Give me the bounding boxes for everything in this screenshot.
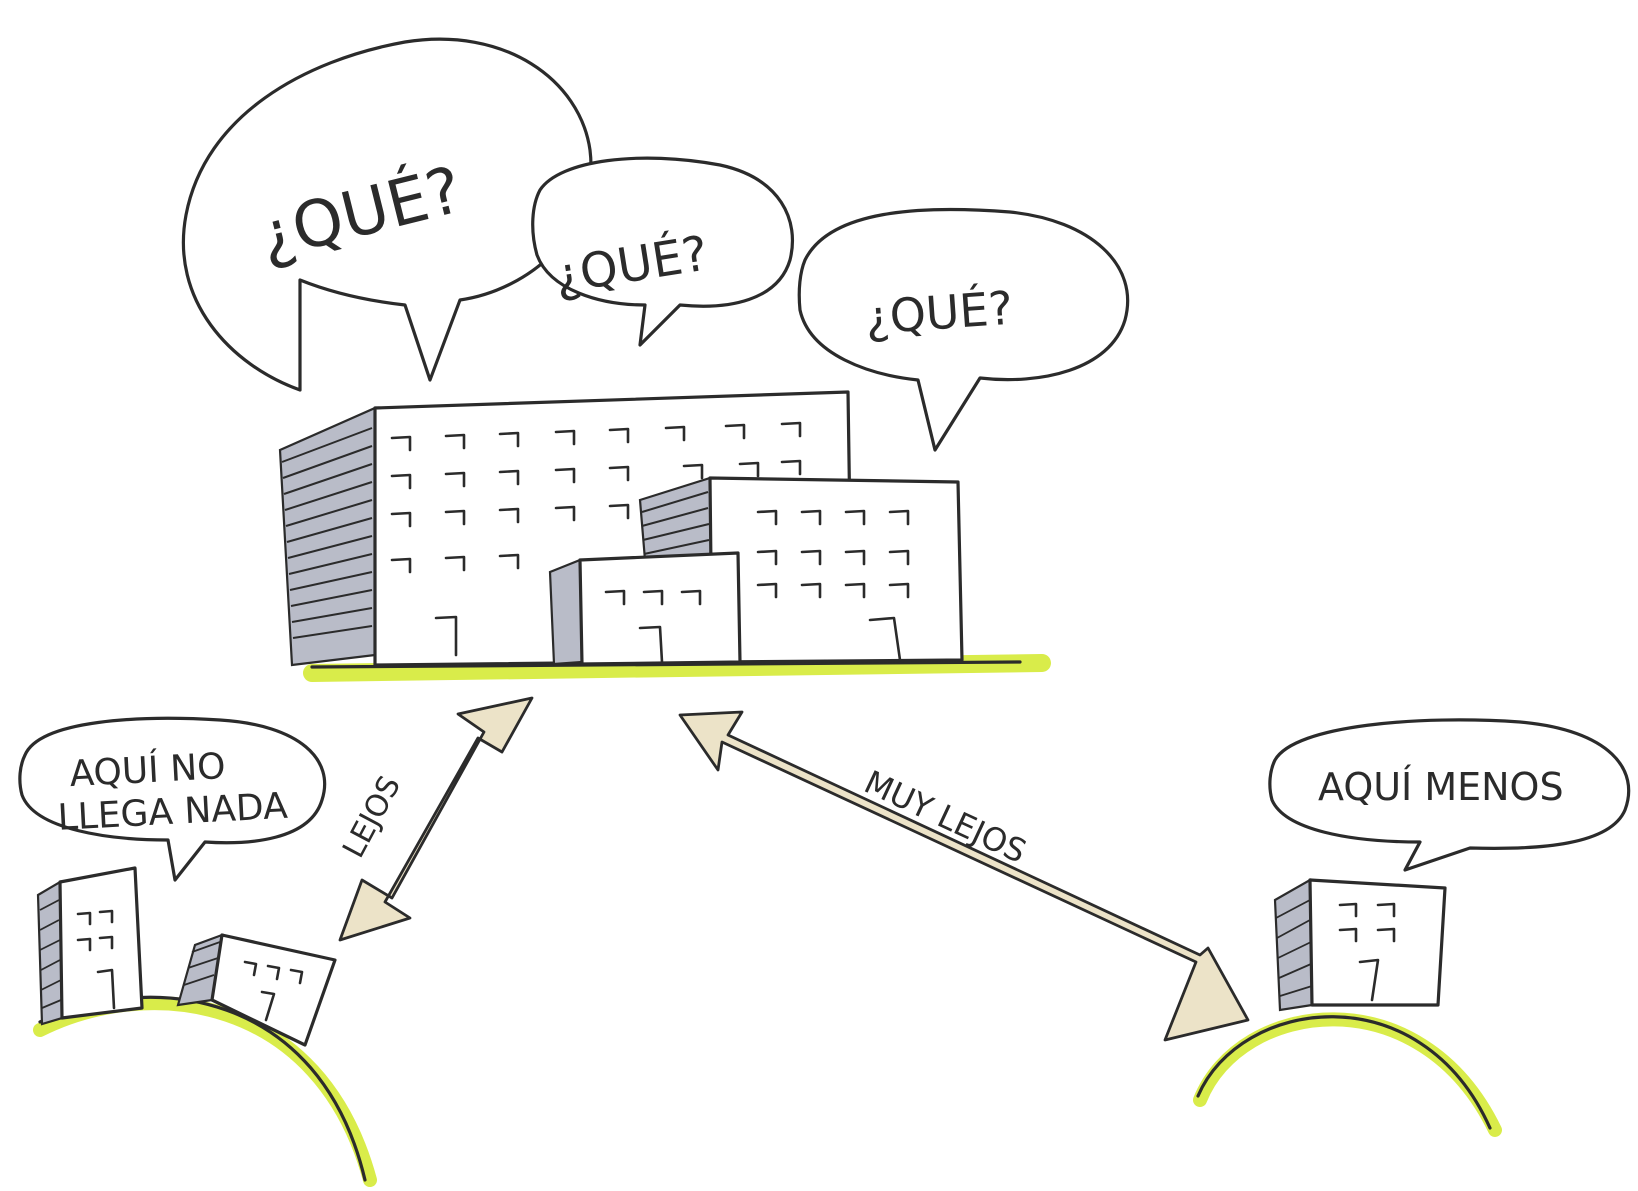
far-arrow: MUY LEJOS: [678, 710, 1250, 1042]
speech-bubble-right-text: ¿QUÉ?: [863, 281, 1014, 345]
right-hill: [1193, 1012, 1502, 1137]
central-ground: [303, 654, 1051, 682]
speech-bubble-big: ¿QUÉ?: [181, 37, 593, 392]
speech-bubble-right: ¿QUÉ?: [797, 207, 1130, 452]
left-town: [33, 866, 377, 1187]
speech-bubble-left-line1: AQUÍ NO: [68, 745, 226, 795]
right-town: [1193, 878, 1502, 1137]
right-building: [1308, 878, 1447, 1007]
left-tall-building: [58, 866, 144, 1020]
near-arrow-label: LEJOS: [336, 770, 408, 863]
front-block-side: [548, 558, 584, 666]
near-arrow: LEJOS: [336, 696, 534, 942]
front-block-windows: [604, 589, 702, 664]
central-building-complex: [278, 390, 1051, 682]
speech-bubble-left: AQUÍ NO LLEGA NADA: [18, 716, 327, 882]
speech-bubble-far-right: AQUÍ MENOS: [1268, 718, 1631, 872]
left-tilted-building: [210, 933, 337, 1047]
main-block-side: [278, 406, 377, 667]
speech-bubble-far-right-text: AQUÍ MENOS: [1318, 765, 1564, 809]
speech-bubble-middle: ¿QUÉ?: [531, 156, 795, 347]
left-hill: [33, 996, 377, 1187]
main-block-windows: [390, 421, 802, 657]
right-block-windows: [756, 509, 910, 662]
right-block-front: [708, 476, 964, 664]
front-block-front: [578, 551, 742, 666]
